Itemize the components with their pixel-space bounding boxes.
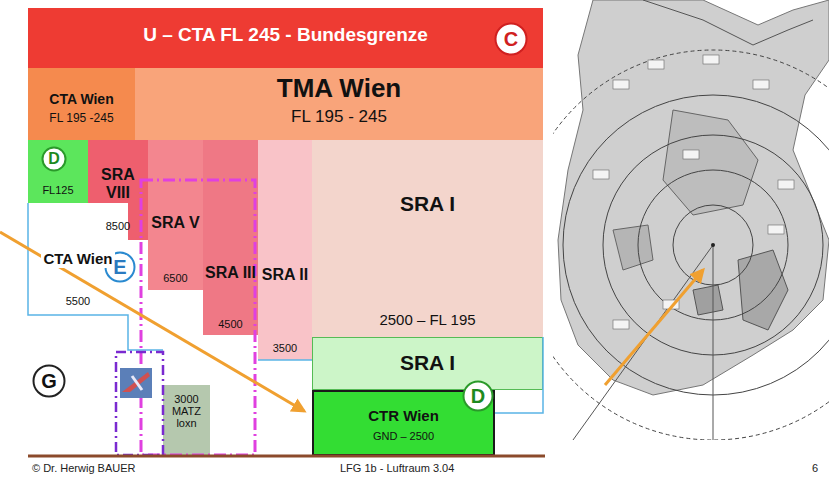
area-name: FL125 bbox=[30, 184, 86, 196]
page-number: 6 bbox=[812, 462, 818, 474]
class-letter: G bbox=[32, 364, 66, 398]
ground-line bbox=[28, 455, 545, 458]
flight-path-arrow bbox=[0, 232, 304, 411]
altitude-limit: GND – 2500 bbox=[316, 430, 491, 442]
area-name: U – CTA FL 245 - Bundesgrenze bbox=[30, 25, 541, 46]
area-name: SRA V bbox=[150, 214, 201, 232]
aircraft-icon bbox=[120, 368, 152, 398]
area-name: SRA VIII bbox=[90, 166, 146, 201]
class-e-box: CTA Wien 5500 bbox=[28, 203, 128, 315]
area-name: SRA I bbox=[315, 351, 540, 374]
altitude-limit: 4500 bbox=[205, 318, 256, 330]
area-name: CTR Wien bbox=[316, 408, 491, 425]
altitude-limit: 3500 bbox=[260, 342, 310, 354]
area-name: SRA II bbox=[260, 266, 310, 284]
class-circle: E bbox=[104, 251, 136, 283]
area-name: CTA Wien bbox=[41, 251, 114, 268]
altitude-limit: FL 195 - 245 bbox=[137, 108, 541, 127]
sra-box: SRA V 6500 bbox=[148, 140, 203, 290]
class-circle: D bbox=[41, 146, 67, 172]
sra-box: SRA I 2500 – FL 195 bbox=[312, 140, 543, 337]
altitude-limit: FL 195 -245 bbox=[30, 112, 133, 125]
restricted-frame bbox=[141, 180, 255, 455]
sra-box: SRA II 3500 bbox=[258, 140, 312, 360]
upper-cta-band: CU – CTA FL 245 - Bundesgrenze bbox=[28, 8, 543, 68]
altitude-limit: 2500 – FL 195 bbox=[314, 312, 541, 329]
cta-box: CTA Wien FL 195 -245 bbox=[28, 68, 135, 140]
tma-box: TMA Wien FL 195 - 245 bbox=[135, 68, 543, 140]
class-e-boundary bbox=[28, 203, 543, 413]
area-name: SRA I bbox=[314, 192, 541, 215]
altitude-limit: 6500 bbox=[150, 272, 201, 284]
class-letter: E bbox=[104, 251, 136, 283]
heliport-frame bbox=[116, 352, 163, 455]
sra-box: SRA I bbox=[312, 337, 543, 390]
area-name: TMA Wien bbox=[137, 74, 541, 103]
sra-box: SRA VIII 8500 bbox=[88, 140, 148, 240]
area-name: CTA Wien bbox=[30, 92, 133, 107]
class-circle: G bbox=[32, 364, 66, 398]
area-name: 3000 MATZ loxn bbox=[165, 393, 208, 429]
sra-box: SRA III 4500 bbox=[203, 140, 258, 335]
area-name: SRA III bbox=[205, 264, 256, 282]
class-letter: D bbox=[462, 380, 494, 412]
class-d-box: D FL125 bbox=[28, 140, 88, 203]
airspace-map bbox=[553, 0, 829, 440]
class-circle: D bbox=[462, 380, 494, 412]
class-letter: D bbox=[41, 146, 67, 172]
footer-text: LFG 1b - Luftraum 3.04 bbox=[340, 462, 454, 474]
class-letter: C bbox=[494, 22, 528, 56]
class-circle: C bbox=[494, 22, 528, 56]
matz-box: 3000 MATZ loxn bbox=[163, 385, 210, 455]
altitude-limit: 5500 bbox=[64, 295, 92, 307]
footer-text: © Dr. Herwig BAUER bbox=[32, 462, 135, 474]
altitude-limit: 8500 bbox=[90, 220, 146, 232]
